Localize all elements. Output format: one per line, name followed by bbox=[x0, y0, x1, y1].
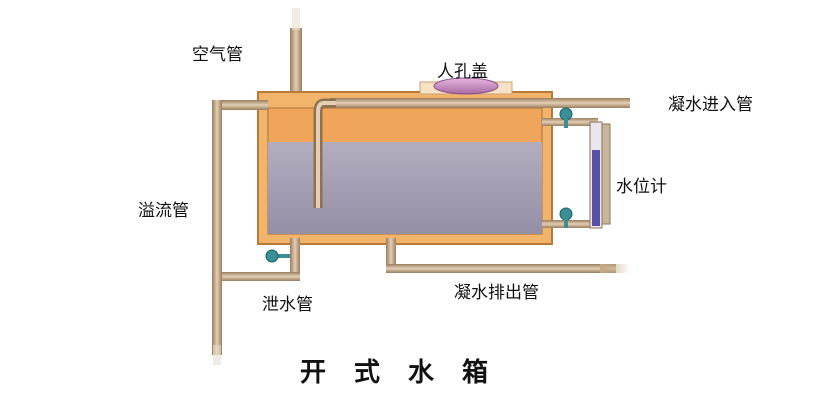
label-condensate-outlet-pipe: 凝水排出管 bbox=[454, 283, 539, 303]
label-drain-pipe: 泄水管 bbox=[262, 295, 313, 315]
label-overflow-pipe: 溢流管 bbox=[138, 201, 189, 221]
drain-valve-stem bbox=[274, 254, 290, 258]
gauge-liquid bbox=[592, 150, 600, 226]
air-pipe-tip bbox=[292, 8, 300, 30]
diagram-title: 开式水箱 bbox=[300, 358, 517, 388]
label-condensate-inlet-pipe: 凝水进入管 bbox=[668, 95, 753, 115]
drain-pipe-vertical bbox=[290, 238, 300, 280]
overflow-pipe-vertical bbox=[212, 100, 222, 355]
condensate-outlet-pipe-fade bbox=[600, 264, 630, 273]
condensate-outlet-pipe-horizontal bbox=[386, 264, 616, 273]
condensate-inlet-pipe bbox=[330, 98, 630, 108]
condensate-outlet-pipe-vertical bbox=[386, 238, 396, 272]
overflow-pipe-horizontal bbox=[212, 100, 268, 110]
label-manhole-cover: 人孔盖 bbox=[437, 62, 488, 82]
gauge-top-connector bbox=[542, 118, 598, 126]
drain-pipe-horizontal bbox=[222, 272, 300, 281]
air-pipe bbox=[290, 28, 302, 94]
overflow-pipe-end bbox=[213, 345, 221, 365]
gauge-scale bbox=[601, 123, 611, 225]
label-air-pipe: 空气管 bbox=[192, 45, 243, 65]
manhole-cover bbox=[433, 77, 499, 95]
gauge-bottom-connector bbox=[542, 220, 598, 228]
label-water-level-gauge: 水位计 bbox=[616, 177, 667, 197]
water-body bbox=[268, 142, 542, 234]
drain-valve-handle bbox=[265, 249, 279, 263]
